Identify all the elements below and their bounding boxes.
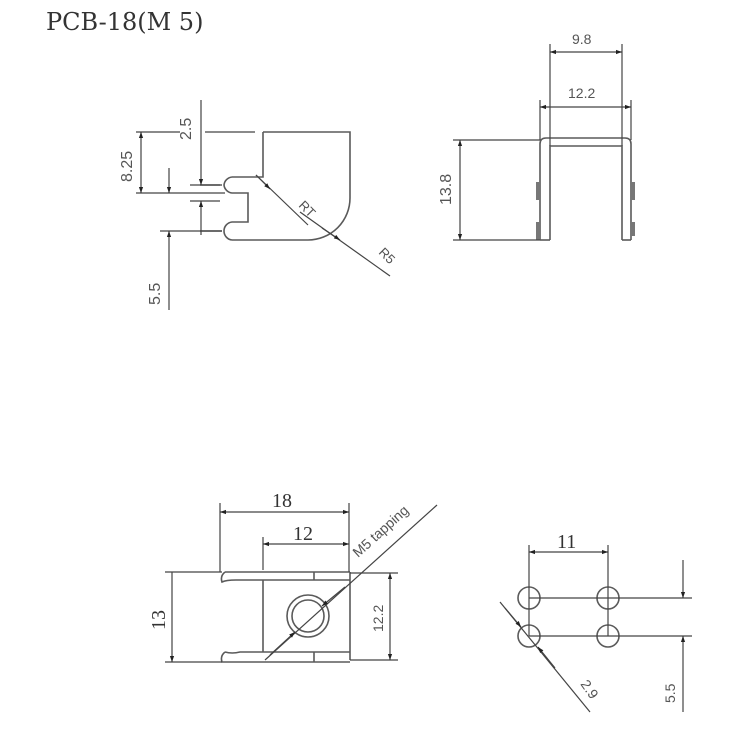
dim-label-12.2-front: 12.2: [568, 85, 595, 101]
front-view-outline: [536, 137, 635, 241]
top-view-dimension-lines: [165, 503, 438, 663]
footprint-dimension-lines: [499, 545, 692, 713]
dim-label-5.5-footprint: 5.5: [662, 683, 678, 703]
top-view: 18 12 13 12.2 M5 tapping: [148, 490, 438, 663]
radius-label-r5: R5: [376, 245, 398, 267]
hole-note-m5-tapping: M5 tapping: [349, 502, 411, 560]
side-view-dimension-lines: [136, 100, 391, 310]
dim-label-2.5: 2.5: [178, 118, 195, 140]
dim-label-2.9: 2.9: [578, 677, 602, 702]
top-view-outline: [220, 571, 351, 663]
dim-label-5.5-side: 5.5: [147, 283, 164, 305]
dim-label-11: 11: [557, 531, 576, 553]
front-view: 9.8 12.2 13.8: [438, 31, 635, 241]
pcb-footprint-view: 11 5.5 2.9: [499, 531, 692, 713]
dim-label-8.25: 8.25: [119, 151, 136, 182]
dim-label-12.2-top: 12.2: [370, 605, 386, 632]
footprint-holes: [517, 586, 620, 648]
front-view-dimension-lines: [453, 44, 632, 241]
dim-label-12: 12: [293, 523, 313, 545]
dim-label-9.8: 9.8: [572, 31, 592, 47]
dim-label-18: 18: [272, 490, 292, 512]
side-view: 2.5 8.25 5.5 RT R5: [119, 100, 398, 310]
dim-label-13: 13: [148, 610, 170, 630]
side-view-outline: [200, 131, 351, 241]
drawing-title: PCB-18(M 5): [46, 8, 204, 36]
dim-label-13.8: 13.8: [438, 174, 455, 205]
